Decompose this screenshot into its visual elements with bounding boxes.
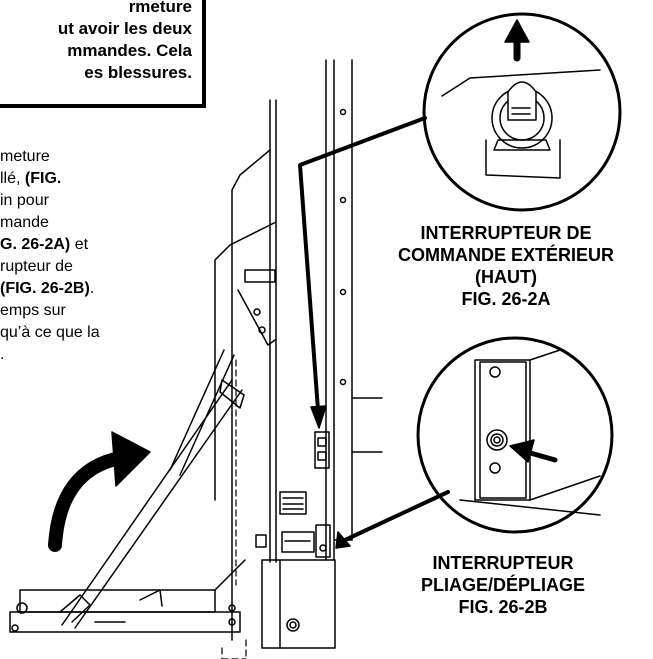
callout-b-line-2: PLIAGE/DÉPLIAGE (420, 575, 586, 595)
callout-exterior-switch: INTERRUPTEUR DE COMMANDE EXTÉRIEUR (HAUT… (360, 222, 652, 310)
callout-a-line-4: FIG. 26-2A (461, 289, 551, 309)
callout-b-line-1: INTERRUPTEUR (432, 553, 574, 573)
warning-line-3: mmandes. Cela (67, 41, 192, 60)
curved-fold-arrow-icon (48, 431, 151, 552)
callout-a-line-1: INTERRUPTEUR DE (420, 223, 592, 243)
instruction-text: meture llé, (FIG. in pour mande G. 26-2A… (0, 146, 150, 366)
warning-line-1: rmeture (128, 0, 192, 16)
up-arrow-icon (504, 19, 530, 62)
warning-line-4: es blessures. (84, 63, 192, 82)
instruction-line-4: mande (0, 214, 49, 231)
magnifier-exterior-switch (422, 12, 622, 212)
instruction-line-7: (FIG. 26-2B). (0, 280, 95, 297)
instruction-line-3: in pour (0, 192, 49, 209)
warning-line-2: ut avoir les deux (57, 19, 192, 38)
instruction-line-10: . (0, 346, 5, 363)
leader-line-b (335, 490, 450, 549)
callout-b-line-3: FIG. 26-2B (458, 597, 548, 617)
instruction-line-5: G. 26-2A) et (0, 236, 89, 253)
leader-line-a (298, 116, 427, 429)
instruction-line-1: meture (0, 148, 50, 165)
callout-a-line-3: (HAUT) (475, 267, 537, 287)
warning-box: rmeture ut avoir les deux mmandes. Cela … (0, 0, 206, 108)
instruction-line-6: rupteur de (0, 258, 73, 275)
instruction-line-2: llé, (FIG. (0, 170, 62, 187)
instruction-line-8: emps sur (0, 302, 66, 319)
lift-frame (214, 59, 383, 649)
folding-arm (9, 349, 247, 659)
callout-fold-switch: INTERRUPTEUR PLIAGE/DÉPLIAGE FIG. 26-2B (378, 552, 628, 618)
callout-a-line-2: COMMANDE EXTÉRIEUR (397, 245, 614, 265)
pointer-arrow-icon (509, 439, 558, 463)
magnifier-fold-switch (416, 336, 614, 534)
instruction-line-9: qu’à ce que la (0, 324, 100, 341)
